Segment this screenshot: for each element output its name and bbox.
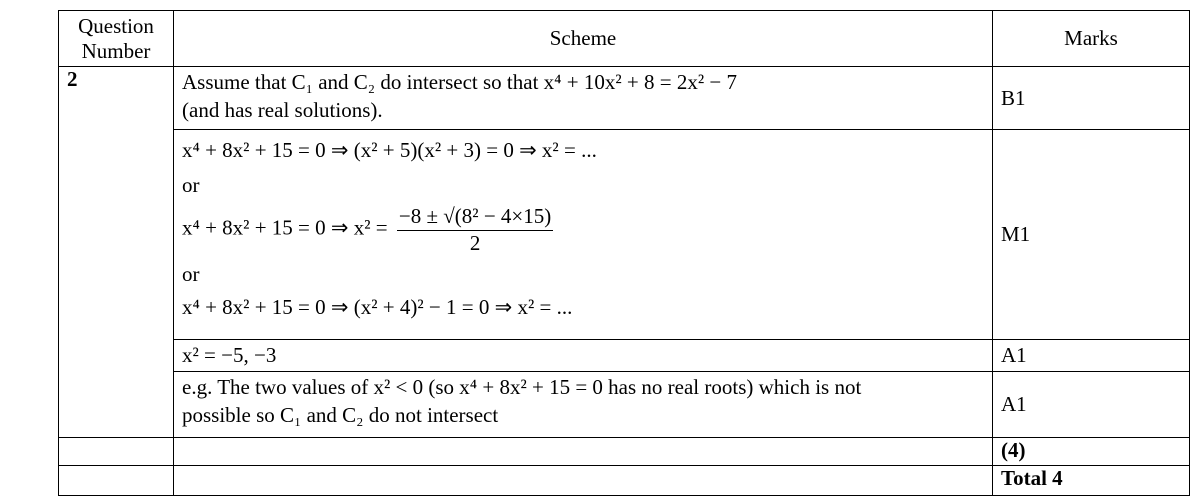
table-row: 2 Assume that C₁ and C₂ do intersect so … [58,65,1190,439]
empty-cell [173,465,993,497]
empty-cell [173,437,993,467]
scheme-line: Assume that C₁ and C₂ do intersect so th… [182,70,737,94]
numerator: −8 ± √(8² − 4×15) [396,204,554,231]
subtotal: (4) [992,437,1190,467]
scheme-line: (and has real solutions). [182,98,383,123]
mark: A1 [992,371,1190,439]
mark: M1 [992,129,1190,340]
question-number-header: Question Number [58,10,174,67]
marks-header: Marks [992,10,1190,67]
formula-prefix: x⁴ + 8x² + 15 = 0 ⇒ x² = [182,215,388,240]
header-row: Question Number Scheme Marks [58,10,1190,67]
mark-scheme-table: Question Number Scheme Marks 2 Assume th… [58,10,1190,497]
total: Total 4 [992,465,1190,497]
table-row: x² = −5, −3 A1 [59,338,1190,373]
or-text: or [182,173,200,198]
table-row: e.g. The two values of x² < 0 (so x⁴ + 8… [59,371,1190,439]
empty-cell [58,437,174,467]
empty-cell [58,465,174,497]
total-row: Total 4 [58,465,1190,497]
or-text: or [182,261,200,286]
mark: B1 [992,66,1190,130]
mark: A1 [992,338,1190,373]
scheme-line: e.g. The two values of x² < 0 (so x⁴ + 8… [182,375,862,400]
denominator: 2 [469,230,481,255]
scheme-line: x⁴ + 8x² + 15 = 0 ⇒ (x² + 5)(x² + 3) = 0… [182,138,597,162]
scheme-line: x² = −5, −3 [182,343,277,367]
scheme-line: x⁴ + 8x² + 15 = 0 ⇒ (x² + 4)² − 1 = 0 ⇒ … [182,294,573,319]
quadratic-formula-line: x⁴ + 8x² + 15 = 0 ⇒ x² = −8 ± √(8² − 4×1… [182,204,984,255]
scheme-line: possible so C₁ and C₂ do not intersect [182,403,499,428]
table-row: x⁴ + 8x² + 15 = 0 ⇒ (x² + 5)(x² + 3) = 0… [59,129,1190,340]
scheme-header: Scheme [173,10,993,67]
subtotal-row: (4) [58,437,1190,467]
question-number: 2 [58,65,174,439]
fraction: −8 ± √(8² − 4×15) 2 [396,204,554,255]
